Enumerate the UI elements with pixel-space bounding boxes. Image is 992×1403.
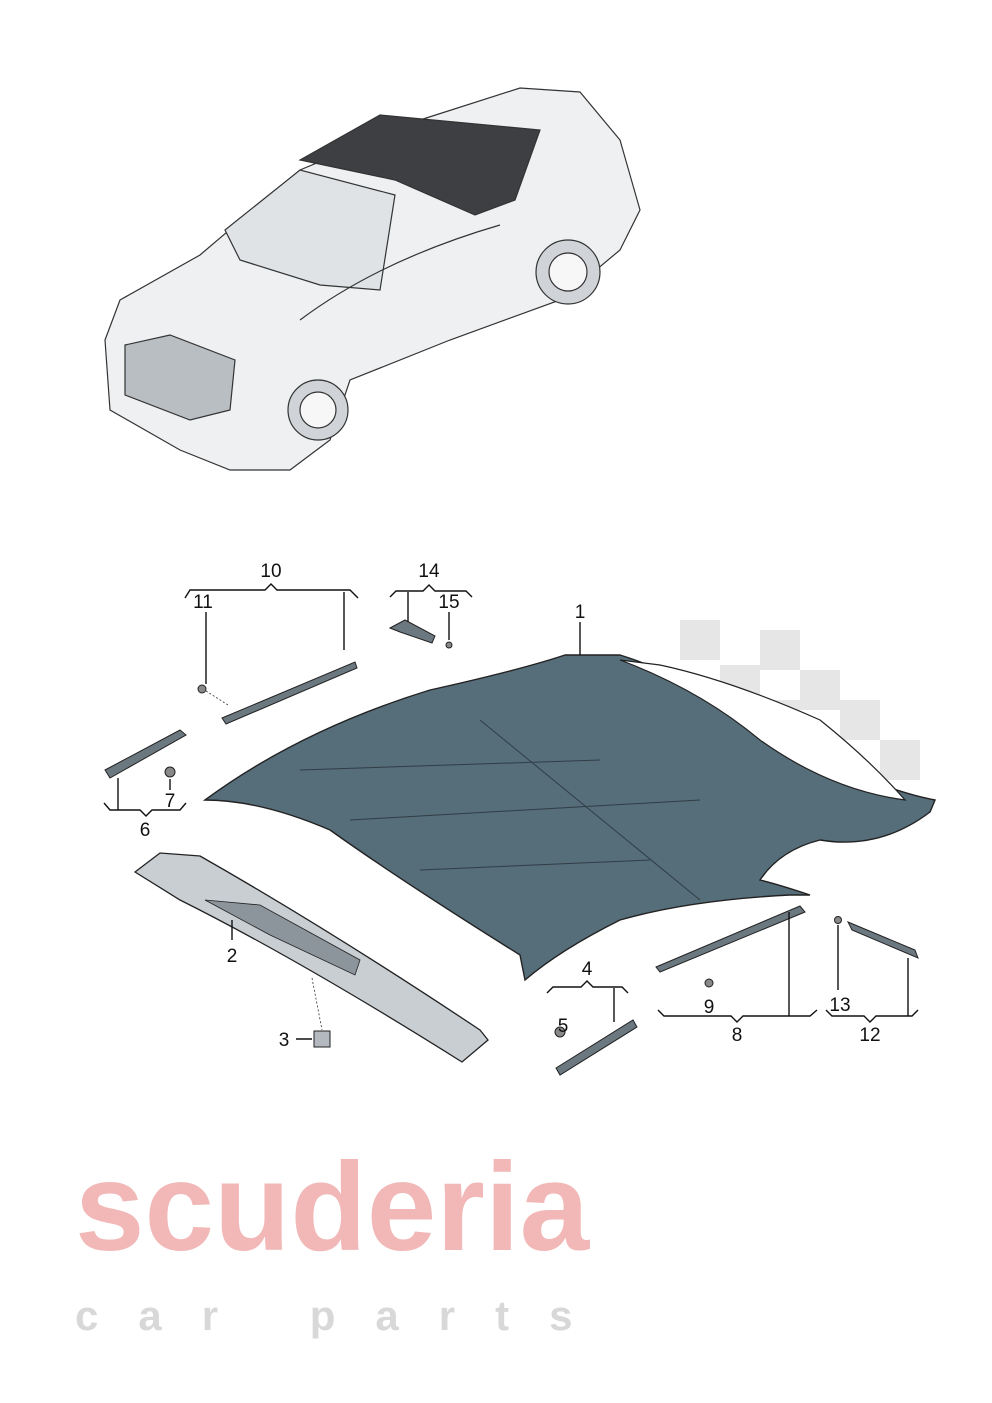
watermark: scuderia car parts bbox=[75, 1138, 612, 1339]
callout-7: 7 bbox=[165, 791, 176, 812]
part-8-strip bbox=[655, 905, 806, 973]
part-6-strip bbox=[104, 729, 187, 779]
callout-11: 11 bbox=[193, 592, 213, 613]
callouts: 1 2 3 4 5 6 7 8 9 10 11 12 13 14 15 bbox=[140, 561, 881, 1051]
part-2-rear-trim-panel bbox=[133, 852, 489, 1063]
callout-3: 3 bbox=[279, 1030, 290, 1051]
callout-1: 1 bbox=[575, 602, 586, 623]
part-3-clip bbox=[313, 1030, 331, 1048]
part-12-strip bbox=[846, 921, 919, 959]
car-soft-top bbox=[298, 114, 541, 216]
callout-14: 14 bbox=[418, 561, 440, 582]
callout-15: 15 bbox=[438, 592, 459, 613]
callout-9: 9 bbox=[704, 997, 715, 1018]
watermark-text: scuderia bbox=[75, 1138, 591, 1277]
callout-12: 12 bbox=[859, 1025, 880, 1046]
part-9-screw bbox=[704, 978, 714, 988]
part-13-screw bbox=[834, 916, 842, 924]
part-7-nut bbox=[164, 766, 176, 778]
part-5-nut bbox=[554, 1026, 566, 1038]
callout-6: 6 bbox=[140, 820, 151, 841]
callout-4: 4 bbox=[582, 959, 593, 980]
part-4-strip bbox=[555, 1019, 638, 1076]
callout-5: 5 bbox=[558, 1016, 569, 1037]
callout-13: 13 bbox=[829, 995, 850, 1016]
part-10-strip bbox=[221, 661, 358, 725]
leader-lines bbox=[103, 583, 919, 1040]
car-overview-illustration bbox=[104, 87, 641, 471]
part-1-soft-top-roof bbox=[202, 654, 936, 982]
part-11-screw bbox=[197, 684, 207, 694]
part-14-bracket bbox=[388, 619, 436, 644]
callout-10: 10 bbox=[260, 561, 281, 582]
watermark-subtext: car parts bbox=[75, 1292, 612, 1339]
callout-8: 8 bbox=[732, 1025, 743, 1046]
callout-2: 2 bbox=[227, 946, 238, 967]
part-15-screw bbox=[445, 641, 453, 649]
